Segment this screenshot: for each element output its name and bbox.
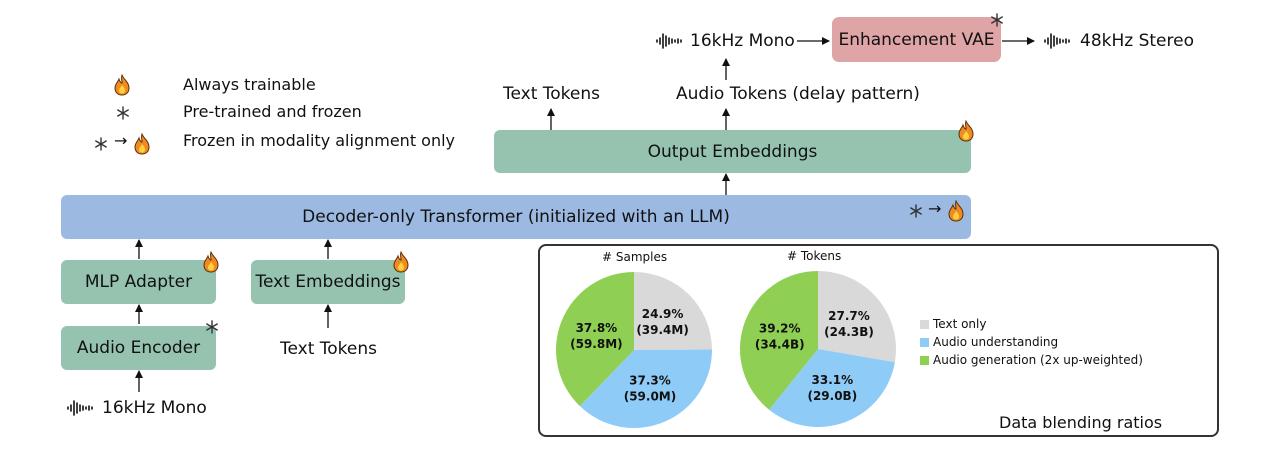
fire-icon [134, 133, 150, 155]
pie-title-samples: # Samples [602, 250, 668, 264]
legend-audio-generation: Audio generation (2x up-weighted) [933, 353, 1143, 367]
pie-slice-percent-label: 33.1% [812, 373, 854, 387]
pie-slice-percent-label: 24.9% [642, 307, 684, 321]
decoder-transformer-label: Decoder-only Transformer (initialized wi… [302, 207, 730, 227]
waveform-icon [67, 400, 93, 416]
pie-slice-percent-label: 39.2% [759, 322, 801, 336]
pie-slice-amount-label: (59.0M) [624, 389, 677, 403]
top-audio-input-label: 16kHz Mono [690, 31, 795, 51]
input-text-tokens-label: Text Tokens [280, 339, 378, 359]
audio-encoder-label: Audio Encoder [76, 338, 201, 358]
fire-icon [948, 200, 964, 222]
fire-icon [114, 74, 130, 96]
text-embeddings-label: Text Embeddings [255, 272, 401, 292]
input-audio-label: 16kHz Mono [102, 398, 207, 418]
snowflake-icon [991, 13, 1003, 27]
legend-pretrained-frozen: Pre-trained and frozen [183, 102, 362, 121]
pie-slice-text-only [634, 272, 712, 350]
legend-audio-understanding: Audio understanding [933, 335, 1059, 349]
pie-slice-amount-label: (59.8M) [570, 337, 623, 351]
output-embeddings-label: Output Embeddings [647, 141, 818, 162]
enhancement-vae-label: Enhancement VAE [838, 29, 995, 50]
waveform-icon [656, 33, 682, 49]
mlp-adapter-label: MLP Adapter [84, 272, 193, 292]
mlp-adapter-box: MLP Adapter [61, 260, 216, 304]
fire-icon [393, 251, 409, 273]
panel-caption: Data blending ratios [999, 413, 1163, 432]
legend-text-only: Text only [933, 317, 987, 331]
snowflake-icon [117, 106, 129, 120]
waveform-icon [1044, 33, 1070, 49]
pie-slice-text-only [818, 271, 896, 363]
text-embeddings-box: Text Embeddings [251, 260, 405, 304]
audio-encoder-box: Audio Encoder [61, 326, 216, 370]
decoder-transformer-box: Decoder-only Transformer (initialized wi… [61, 195, 971, 239]
pie-slice-audio-understanding [579, 349, 712, 428]
pie-title-tokens: # Tokens [787, 249, 842, 263]
output-embeddings-box: Output Embeddings [494, 130, 971, 173]
pie-slice-amount-label: (29.0B) [807, 389, 857, 403]
arrow-glyph: → [114, 131, 128, 150]
pie-slice-percent-label: 37.3% [629, 373, 671, 387]
pie-slice-percent-label: 37.8% [576, 321, 618, 335]
snowflake-icon [910, 204, 922, 218]
legend-frozen-alignment: Frozen in modality alignment only [183, 131, 456, 150]
fire-icon [958, 120, 974, 142]
arrow-glyph: → [928, 199, 942, 218]
pie-slice-amount-label: (39.4M) [636, 323, 689, 337]
legend-swatch-text-only [920, 320, 929, 329]
snowflake-icon [95, 137, 107, 151]
pie-slice-audio-understanding [769, 349, 895, 427]
legend-always-trainable: Always trainable [183, 75, 316, 94]
pie-slice-audio-generation [740, 271, 818, 410]
pie-slice-amount-label: (34.4B) [755, 338, 805, 352]
snowflake-icon [206, 320, 218, 334]
data-blending-panel [538, 244, 1219, 437]
pie-slice-audio-generation [556, 272, 634, 407]
enhancement-vae-box: Enhancement VAE [832, 17, 1001, 62]
pie-slice-amount-label: (24.3B) [824, 325, 874, 339]
legend-swatch-audio-generation [920, 356, 929, 365]
pie-slice-percent-label: 27.7% [828, 309, 870, 323]
top-audio-output-label: 48kHz Stereo [1080, 31, 1194, 51]
fire-icon [203, 251, 219, 273]
legend-swatch-audio-understanding [920, 338, 929, 347]
output-text-tokens-label: Text Tokens [503, 84, 601, 104]
output-audio-tokens-label: Audio Tokens (delay pattern) [676, 84, 920, 104]
